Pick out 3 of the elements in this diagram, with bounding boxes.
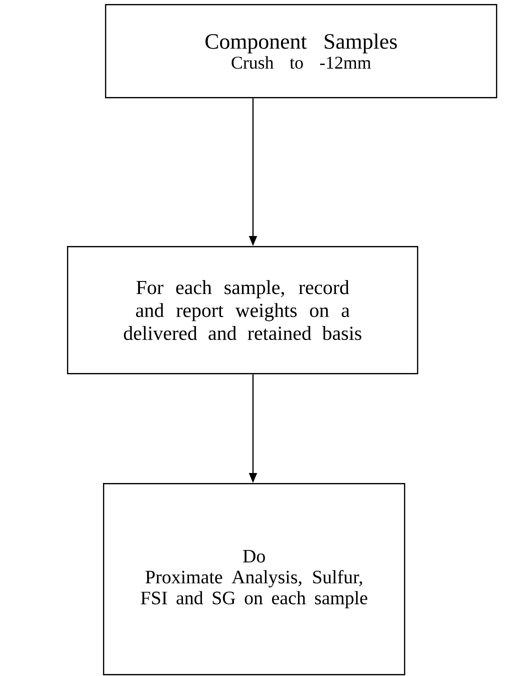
- process-box: Do Proximate Analysis, Sulfur, FSI and SG on each sample: [103, 483, 406, 676]
- process-box: For each sample, record and report weights on a delivered and retained basis: [67, 246, 418, 374]
- process-box: Component Samples Crush to -12mm: [105, 4, 498, 98]
